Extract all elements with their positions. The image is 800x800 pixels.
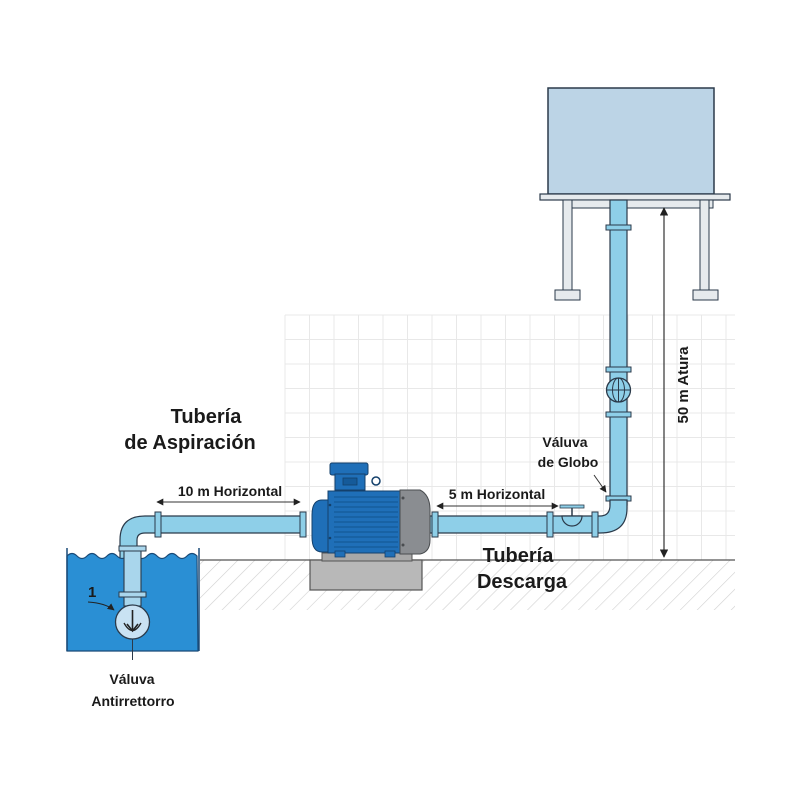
check-valve-label-line1: Váluva (109, 671, 154, 687)
ground (200, 559, 735, 610)
horizontal-discharge-pipe (429, 499, 628, 538)
pipe-flange (591, 511, 599, 538)
globe-valve-callout: Váluva de Globo (538, 434, 607, 493)
discharge-length-dimension: 5 m Horizontal (436, 486, 559, 510)
vertical-pipe (609, 199, 628, 506)
pipe-flange (605, 224, 632, 231)
pipe-flange (154, 511, 162, 538)
suction-pipe-label-line1: Tubería (171, 406, 243, 428)
globe-valve-label-line2: de Globo (538, 454, 599, 470)
height-dimension: 50 m Atura (659, 207, 692, 558)
bolt (401, 496, 405, 500)
discharge-pipe-label-line1: Tubería (483, 545, 555, 567)
check-valve-icon (114, 604, 151, 640)
pipe-flange (299, 511, 307, 538)
pipe-flange (118, 591, 147, 598)
bolt (328, 536, 332, 540)
motor-end-shield (311, 499, 331, 553)
discharge-length-label: 5 m Horizontal (449, 486, 545, 502)
motor-foot (384, 550, 396, 558)
pump-casing (399, 489, 431, 555)
globe-valve-label-line1: Váluva (542, 434, 587, 450)
pipe-flange (431, 511, 439, 538)
tank-crossbeam (562, 199, 714, 209)
pipe-flange (605, 366, 632, 373)
vertical-discharge-pipe (605, 199, 632, 506)
pipe-flange (605, 411, 632, 418)
discharge-pipe-label-line2: Descarga (477, 571, 568, 593)
pipe-flange (118, 545, 147, 552)
terminal-plate (342, 477, 358, 486)
ground-hatch (200, 560, 735, 610)
tank-leg-left (562, 199, 573, 291)
check-valve-label-line2: Antirrettorro (91, 693, 174, 709)
pump-base (309, 559, 423, 591)
marker-1-arrow (87, 601, 115, 611)
suction-pipe-label-line2: de Aspiración (124, 432, 256, 454)
tank-foot-right (692, 289, 719, 301)
suction-length-dimension: 10 m Horizontal (156, 483, 301, 506)
vertical-globe-valve-icon (605, 377, 632, 403)
globe-valve-leader (593, 474, 607, 493)
pipe-flange (546, 511, 554, 538)
pump-motor (311, 462, 431, 558)
tank-platform (539, 193, 731, 201)
bolt (328, 503, 332, 507)
check-valve-marker: 1 (88, 584, 96, 601)
water-reservoir: 1 (66, 545, 200, 660)
height-label: 50 m Atura (675, 346, 692, 424)
terminal-box-lid (329, 462, 369, 476)
gate-valve-icon (559, 504, 585, 527)
tank-leg-right (699, 199, 710, 291)
motor-foot (334, 550, 346, 558)
bolt (401, 543, 405, 547)
lifting-eye-icon (371, 476, 381, 486)
suction-length-label: 10 m Horizontal (178, 483, 282, 499)
elevated-tank (539, 87, 731, 301)
tank-body (547, 87, 715, 195)
tank-foot-left (554, 289, 581, 301)
motor-cooling-fins (334, 496, 398, 548)
